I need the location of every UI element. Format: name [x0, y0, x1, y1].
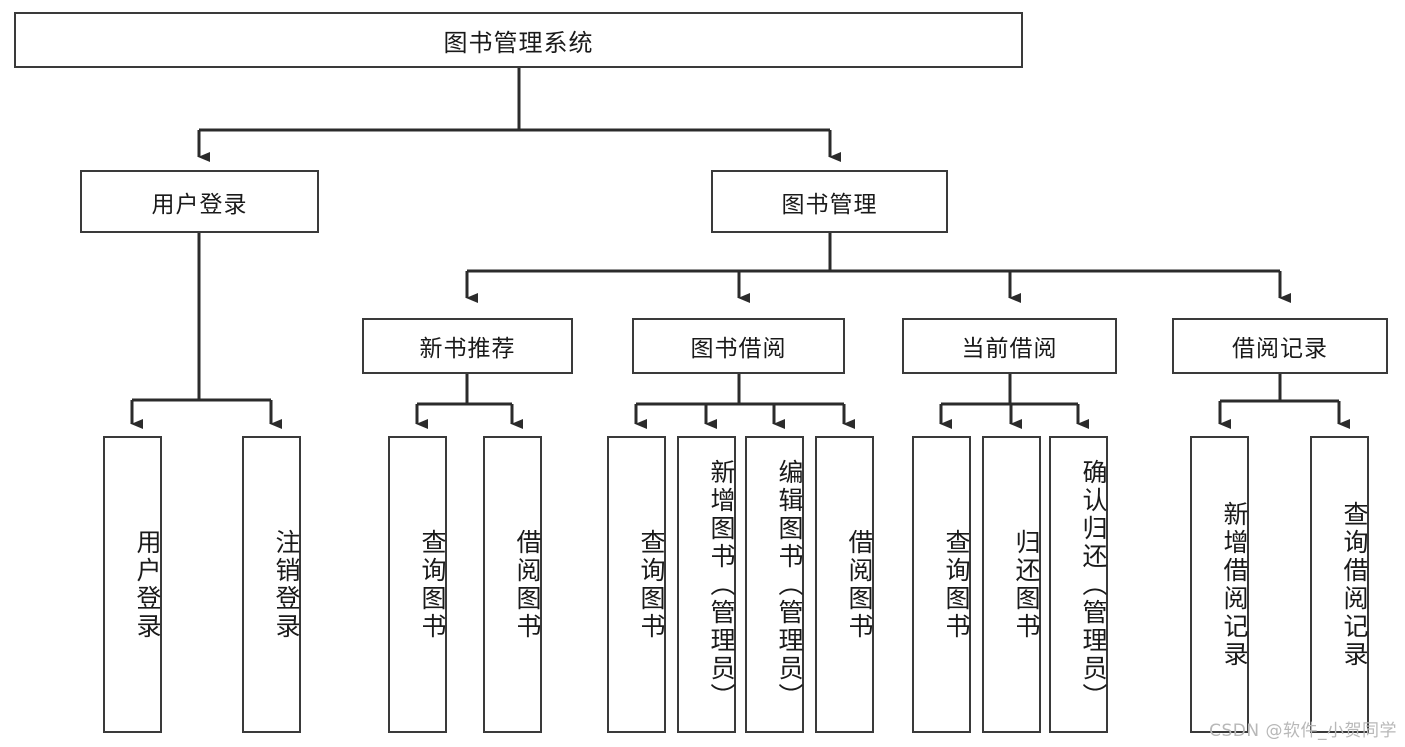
leaf-label: 借阅图书 [513, 528, 542, 641]
leaf-query-book-borrow[interactable]: 查询图书 [607, 436, 666, 733]
node-current-borrow[interactable]: 当前借阅 [902, 318, 1117, 374]
leaf-label: 查询图书 [418, 528, 447, 641]
leaf-edit-book-admin[interactable]: 编辑图书（管理员） [745, 436, 804, 733]
node-root-system[interactable]: 图书管理系统 [14, 12, 1023, 68]
node-book-management[interactable]: 图书管理 [711, 170, 948, 233]
leaf-add-borrow-record[interactable]: 新增借阅记录 [1190, 436, 1249, 733]
leaf-label: 查询借阅记录 [1340, 500, 1369, 669]
leaf-label: 新增图书（管理员） [707, 458, 736, 711]
leaf-label: 查询图书 [637, 528, 666, 641]
leaf-user-login[interactable]: 用户登录 [103, 436, 162, 733]
node-user-login[interactable]: 用户登录 [80, 170, 319, 233]
leaf-return-book[interactable]: 归还图书 [982, 436, 1041, 733]
leaf-label: 确认归还（管理员） [1079, 458, 1108, 711]
node-book-borrow[interactable]: 图书借阅 [632, 318, 845, 374]
leaf-label: 借阅图书 [845, 528, 874, 641]
leaf-label: 查询图书 [942, 528, 971, 641]
leaf-add-book-admin[interactable]: 新增图书（管理员） [677, 436, 736, 733]
leaf-label: 新增借阅记录 [1220, 500, 1249, 669]
leaf-borrow-book-recommend[interactable]: 借阅图书 [483, 436, 542, 733]
leaf-label: 用户登录 [133, 528, 162, 641]
leaf-label: 归还图书 [1012, 528, 1041, 641]
leaf-confirm-return-admin[interactable]: 确认归还（管理员） [1049, 436, 1108, 733]
leaf-query-book-current[interactable]: 查询图书 [912, 436, 971, 733]
leaf-query-borrow-record[interactable]: 查询借阅记录 [1310, 436, 1369, 733]
leaf-label: 编辑图书（管理员） [775, 458, 804, 711]
watermark-text: CSDN @软件_小贺同学 [1209, 721, 1397, 741]
node-new-book-recommend[interactable]: 新书推荐 [362, 318, 573, 374]
node-borrow-records[interactable]: 借阅记录 [1172, 318, 1388, 374]
leaf-borrow-book[interactable]: 借阅图书 [815, 436, 874, 733]
leaf-query-book-recommend[interactable]: 查询图书 [388, 436, 447, 733]
leaf-label: 注销登录 [272, 528, 301, 641]
leaf-logout[interactable]: 注销登录 [242, 436, 301, 733]
